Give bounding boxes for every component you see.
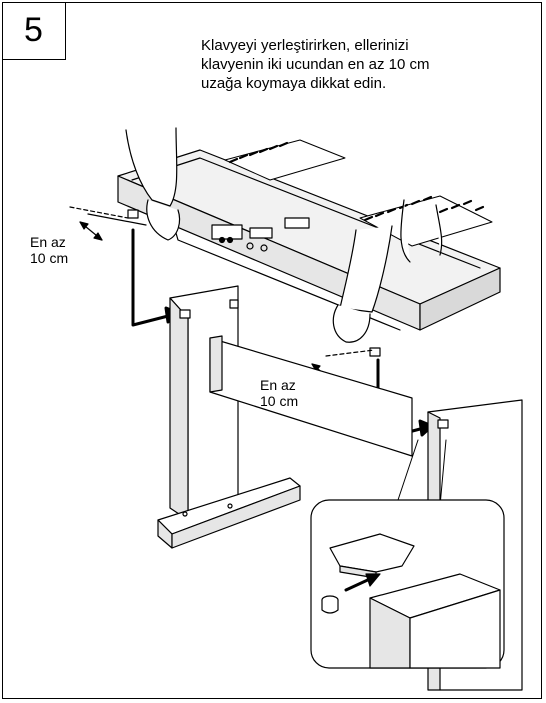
- instruction-line: uzağa koymaya dikkat edin.: [201, 75, 387, 92]
- distance-label-line: 10 cm: [30, 250, 69, 266]
- distance-label: En az 10 cm: [260, 377, 298, 409]
- step-number-box: 5: [2, 2, 66, 60]
- detail-inset: [310, 439, 505, 669]
- hands-illustration: [125, 127, 443, 343]
- distance-label: En az 10 cm: [30, 234, 68, 266]
- instruction-line: Klavyeyi yerleştirirken, ellerinizi: [201, 37, 409, 54]
- distance-label-line: En az: [30, 234, 66, 250]
- distance-label-line: En az: [260, 377, 296, 393]
- distance-label-line: 10 cm: [260, 393, 299, 409]
- distance-dimension: [69, 206, 375, 357]
- instruction-text: Klavyeyi yerleştirirken, ellerinizi klav…: [201, 36, 521, 93]
- instruction-line: klavyenin iki ucundan en az 10 cm: [201, 56, 430, 73]
- step-number: 5: [24, 11, 43, 49]
